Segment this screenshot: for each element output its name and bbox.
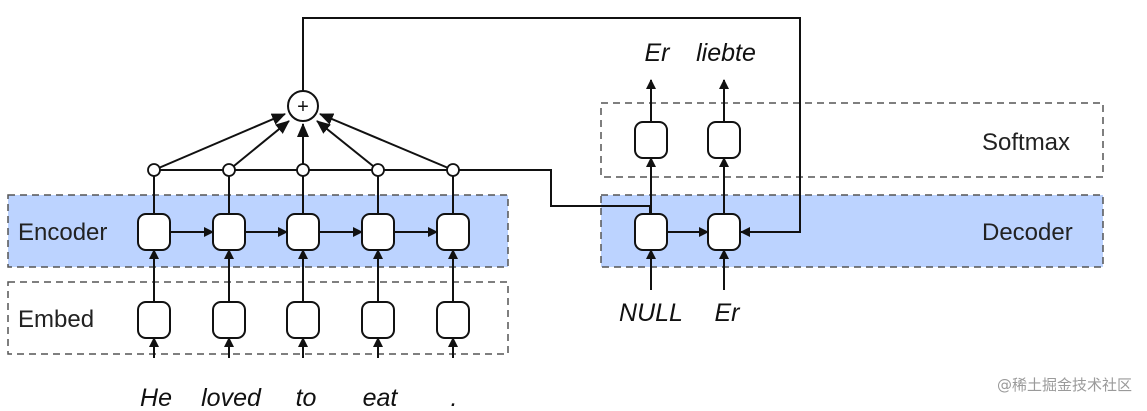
encoder-cell: [436, 213, 470, 251]
encoder-columns: [137, 176, 470, 358]
encoder-label: Encoder: [18, 219, 107, 246]
embed-cell: [286, 301, 320, 339]
input-word: eat: [363, 384, 399, 411]
watermark: @稀土掘金技术社区: [997, 376, 1132, 394]
softmax-cell: [634, 121, 668, 159]
attention-dot: [222, 163, 236, 177]
attention-dot: [147, 163, 161, 177]
attention-dot: [446, 163, 460, 177]
attention-dot: [296, 163, 310, 177]
input-word: .: [451, 384, 458, 411]
input-word: loved: [201, 384, 262, 411]
encoder-cell: [137, 213, 171, 251]
decoder-cell: [707, 213, 741, 251]
decoder-output-word: liebte: [696, 39, 756, 67]
decoder-input-word: Er: [715, 299, 742, 327]
encoder-cell: [212, 213, 246, 251]
decoder-label: Decoder: [982, 219, 1073, 246]
input-word: He: [140, 384, 172, 411]
decoder-cell: [634, 213, 668, 251]
decoder-columns: [634, 79, 741, 290]
embed-box: [7, 281, 509, 355]
attention-dot: [371, 163, 385, 177]
plus-symbol: +: [297, 96, 309, 118]
embed-cell: [137, 301, 171, 339]
softmax-cell: [707, 121, 741, 159]
embed-cell: [361, 301, 395, 339]
decoder-output-word: Er: [645, 39, 672, 67]
decoder-input-word: NULL: [619, 299, 683, 327]
context-vector-line: [302, 17, 801, 237]
attention-arrows: [153, 113, 454, 171]
embed-label: Embed: [18, 306, 94, 333]
embed-cell: [436, 301, 470, 339]
softmax-label: Softmax: [982, 129, 1070, 156]
embed-cell: [212, 301, 246, 339]
encoder-cell: [361, 213, 395, 251]
input-word: to: [296, 384, 317, 411]
encoder-cell: [286, 213, 320, 251]
